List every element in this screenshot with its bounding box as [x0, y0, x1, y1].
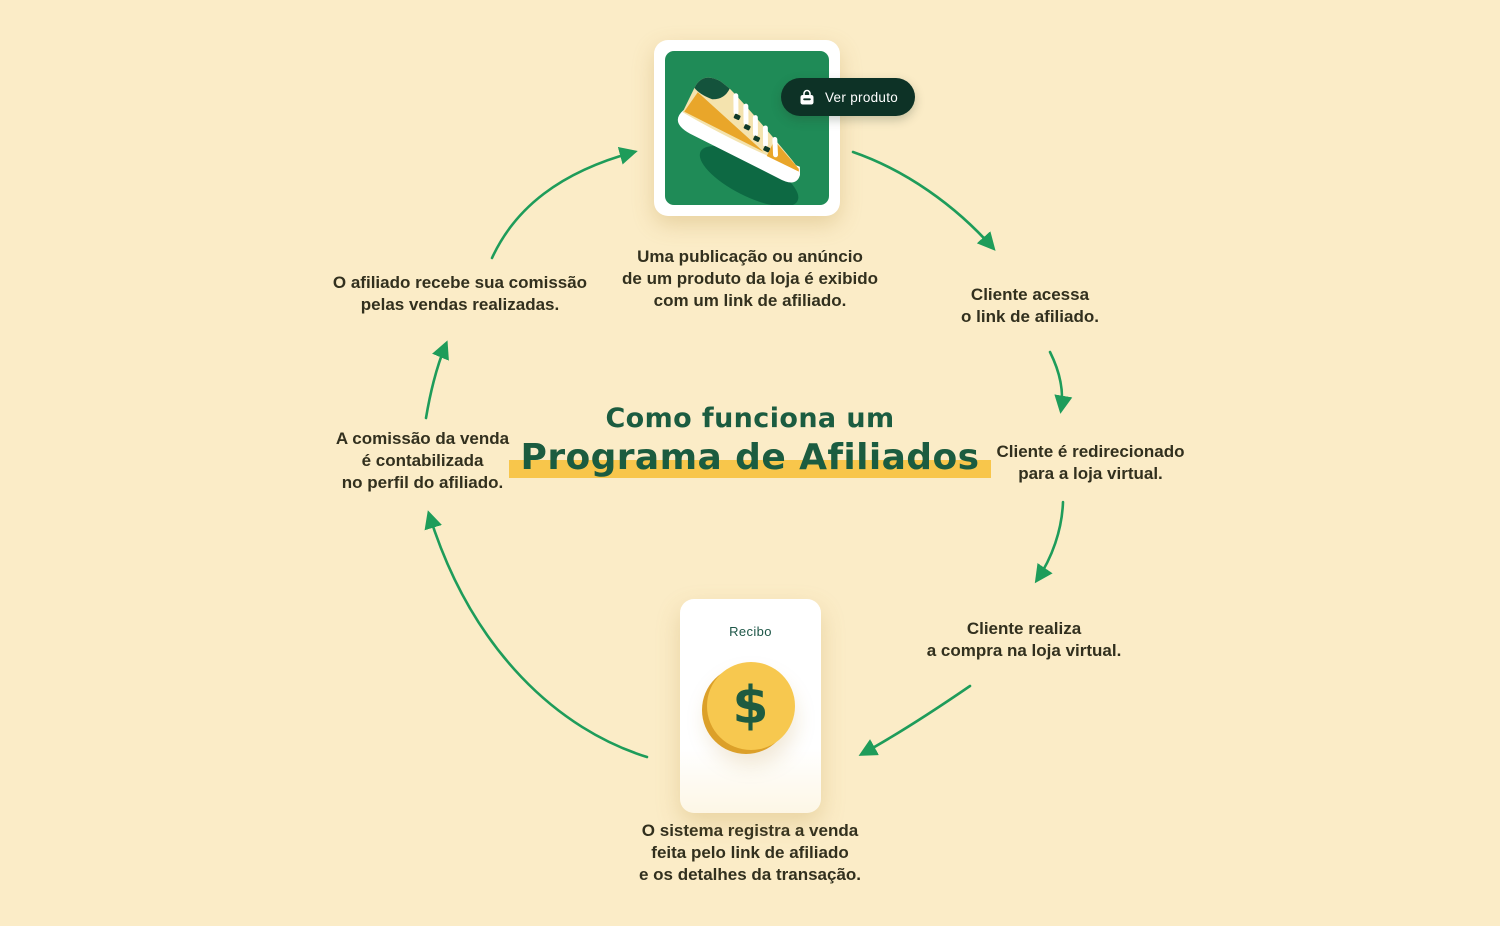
ver-produto-label: Ver produto — [825, 89, 899, 105]
dollar-symbol: $ — [732, 676, 769, 736]
arrow-payout-to-publish — [490, 146, 638, 260]
sneaker-illustration — [677, 77, 800, 205]
product-image — [665, 51, 829, 205]
step-access-text: Cliente acessa o link de afiliado. — [961, 285, 1099, 327]
dollar-coin-icon: $ — [706, 662, 795, 750]
arrow-publish-to-access — [851, 150, 996, 251]
step-commission-text: A comissão da venda é contabilizada no p… — [335, 429, 510, 493]
diagram-title-line2: Programa de Afiliados — [450, 437, 1050, 479]
ver-produto-button[interactable]: Ver produto — [781, 78, 916, 116]
arrow-purchase-to-register — [858, 684, 972, 756]
receipt-card: Recibo $ — [680, 599, 821, 813]
highlighted-title-text: Programa de Afiliados — [508, 437, 992, 478]
diagram-title-line1: Como funciona um — [605, 403, 895, 434]
diagram-title: Como funciona um Programa de Afiliados — [450, 403, 1050, 479]
arrow-register-to-commission — [424, 510, 649, 759]
step-payout-text: O afiliado recebe sua comissão pelas ven… — [332, 273, 588, 315]
arrow-redirect-to-purchase — [1034, 500, 1065, 584]
arrow-access-to-redirect — [1048, 350, 1073, 414]
step-publish-text: Uma publicação ou anúncio de um produto … — [622, 247, 878, 311]
arrow-commission-to-payout — [424, 340, 449, 420]
step-redirect-text: Cliente é redirecionado para a loja virt… — [996, 442, 1185, 484]
step-purchase-text: Cliente realiza a compra na loja virtual… — [926, 619, 1122, 661]
receipt-label: Recibo — [729, 624, 772, 639]
bag-icon — [800, 89, 814, 104]
product-card — [654, 40, 840, 216]
step-register-text: O sistema registra a venda feita pelo li… — [638, 821, 862, 885]
